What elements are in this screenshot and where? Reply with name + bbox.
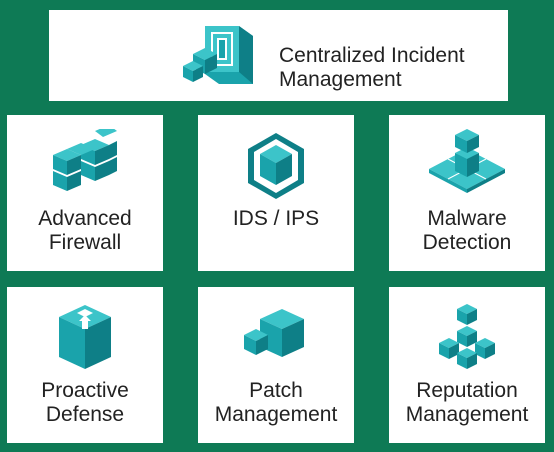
centralized-incident-management-icon <box>183 24 255 90</box>
patch-management-tile: Patch Management <box>198 287 354 443</box>
label-line: Patch <box>249 379 303 402</box>
proactive-defense-icon <box>45 301 125 377</box>
label-line: Proactive <box>41 379 129 402</box>
malware-detection-icon <box>427 129 507 205</box>
malware-detection-tile: Malware Detection <box>389 115 545 271</box>
label-line: Advanced <box>38 207 132 230</box>
reputation-management-label: Reputation Management <box>389 379 545 427</box>
advanced-firewall-label: Advanced Firewall <box>7 207 163 255</box>
proactive-defense-label: Proactive Defense <box>7 379 163 427</box>
centralized-incident-management-label: Centralized Incident Management <box>279 44 465 92</box>
label-line: Firewall <box>48 231 122 254</box>
advanced-firewall-icon <box>45 129 125 205</box>
label-line: Centralized Incident <box>279 44 465 67</box>
ids-ips-label: IDS / IPS <box>198 207 354 231</box>
label-line: Detection <box>422 231 512 254</box>
patch-management-icon <box>236 301 316 377</box>
malware-detection-label: Malware Detection <box>389 207 545 255</box>
label-line: Management <box>405 403 529 426</box>
advanced-firewall-tile: Advanced Firewall <box>7 115 163 271</box>
proactive-defense-tile: Proactive Defense <box>7 287 163 443</box>
patch-management-label: Patch Management <box>198 379 354 427</box>
label-line: Malware <box>427 207 507 230</box>
label-line: Management <box>214 403 338 426</box>
label-line: Management <box>279 68 402 91</box>
ids-ips-icon <box>236 129 316 205</box>
label-line: Reputation <box>416 379 518 402</box>
centralized-incident-management-tile: Centralized Incident Management <box>49 10 508 101</box>
reputation-management-icon <box>427 301 507 377</box>
label-line: IDS / IPS <box>232 207 320 230</box>
ids-ips-tile: IDS / IPS <box>198 115 354 271</box>
reputation-management-tile: Reputation Management <box>389 287 545 443</box>
label-line: Defense <box>45 403 125 426</box>
